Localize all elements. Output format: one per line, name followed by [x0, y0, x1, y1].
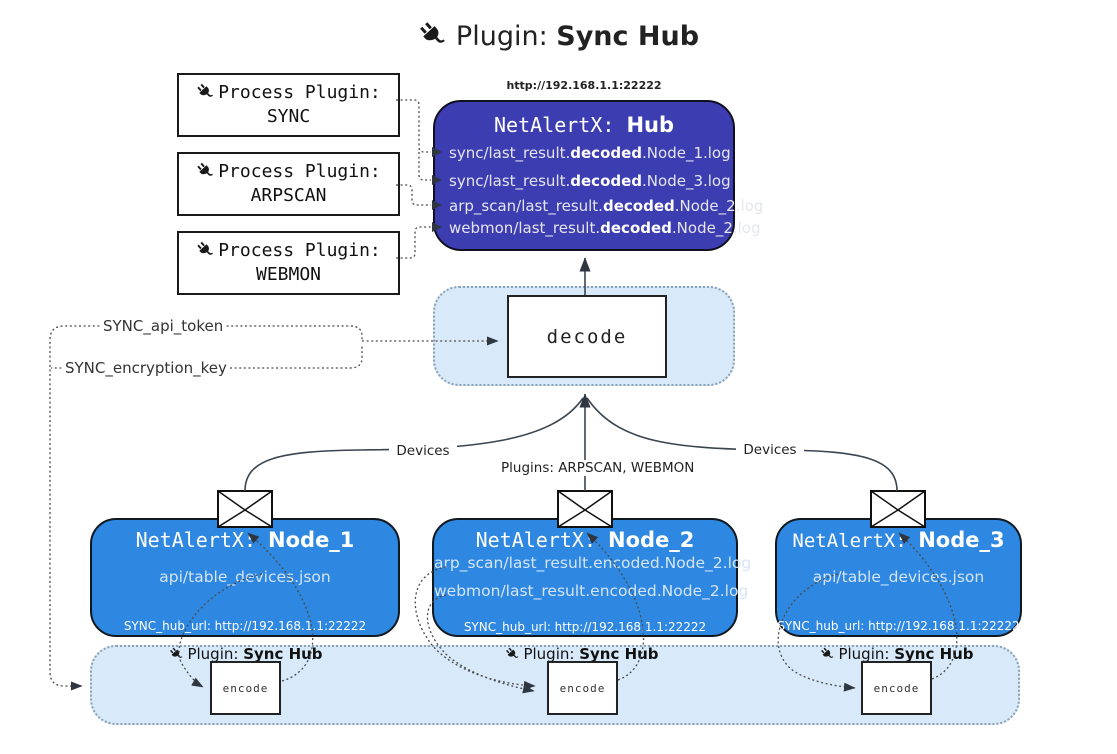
plug-icon [166, 643, 187, 664]
process-plugin-label: Process Plugin: [218, 81, 381, 103]
plug-icon [192, 79, 219, 106]
hub-log-line: sync/last_result.decoded.Node_1.log [449, 144, 731, 162]
node-hub-url: SYNC_hub_url: http://192.168.1.1:22222 [463, 620, 707, 634]
process-plugin-arpscan: Process Plugin: ARPSCAN [177, 152, 400, 216]
envelope-icon [217, 490, 273, 528]
node-2-box: NetAlertX: Node_2 arp_scan/last_result.e… [432, 518, 752, 637]
sync-api-token-label: SYNC_api_token [100, 317, 227, 335]
process-plugin-label: Process Plugin: [218, 239, 381, 261]
node-1-box: NetAlertX: Node_1 api/table_devices.json… [90, 518, 400, 637]
envelope-icon [870, 490, 926, 528]
edge-arpscan-to-log3 [396, 184, 431, 206]
process-plugin-name: WEBMON [255, 264, 322, 285]
edge-key-right [230, 344, 363, 369]
encode-box: encode [547, 661, 618, 715]
node-file: arp_scan/last_result.encoded.Node_2.log [434, 554, 752, 572]
process-plugin-webmon: Process Plugin: WEBMON [177, 231, 400, 295]
process-plugin-sync: Process Plugin: SYNC [177, 73, 400, 137]
hub-title-prefix: NetAlertX: [493, 113, 627, 137]
hub-log-line: arp_scan/last_result.decoded.Node_2.log [449, 197, 764, 215]
hub-box: NetAlertX: Hub sync/last_result.decoded.… [433, 100, 764, 251]
edge-label-devices-right: Devices [736, 442, 804, 458]
hub-title: NetAlertX: Hub [435, 113, 733, 137]
encode-box: encode [210, 661, 281, 715]
process-plugin-name: SYNC [266, 106, 311, 127]
decode-box: decode [507, 295, 667, 378]
process-plugin-label: Process Plugin: [218, 160, 381, 182]
edge-token-right [222, 325, 363, 340]
node-hub-url: SYNC_hub_url: http://192.168.1.1:22222 [777, 619, 1020, 633]
node-file: api/table_devices.json [159, 568, 331, 586]
hub-log-line: webmon/last_result.decoded.Node_2.log [449, 219, 761, 237]
node-file: api/table_devices.json [812, 568, 985, 586]
hub-log-line: sync/last_result.decoded.Node_3.log [449, 172, 731, 190]
hub-url-label: http://192.168.1.1:22222 [506, 79, 662, 92]
node-title: NetAlertX: Node_3 [792, 528, 1005, 552]
encode-box: encode [861, 661, 932, 715]
edge-sync-to-log1 [396, 99, 431, 153]
plug-icon [192, 158, 219, 185]
page-title-prefix: Plugin: [455, 20, 557, 52]
node-title: NetAlertX: Node_2 [475, 528, 695, 552]
edge-label-devices-left: Devices [389, 443, 457, 459]
plug-icon [192, 237, 219, 264]
process-plugin-name: ARPSCAN [250, 185, 327, 206]
plug-icon [412, 15, 454, 57]
edge-webmon-to-log4 [396, 226, 431, 259]
page-title: Plugin: Sync Hub [0, 14, 1117, 58]
edge-label-plugins-mid: Plugins: ARPSCAN, WEBMON [497, 460, 694, 476]
page-title-name: Sync Hub [556, 20, 700, 52]
node-hub-url: SYNC_hub_url: http://192.168.1.1:22222 [123, 619, 367, 633]
node-title: NetAlertX: Node_1 [135, 528, 355, 552]
node-file: webmon/last_result.encoded.Node_2.log [434, 582, 749, 600]
page-title-text: Plugin: Sync Hub [456, 21, 699, 52]
node-3-box: NetAlertX: Node_3 api/table_devices.json… [775, 518, 1022, 637]
edge-sync-to-log2 [418, 152, 431, 181]
sync-encryption-key-label: SYNC_encryption_key [62, 359, 230, 377]
hub-title-name: Hub [626, 113, 674, 137]
envelope-icon [557, 490, 613, 528]
